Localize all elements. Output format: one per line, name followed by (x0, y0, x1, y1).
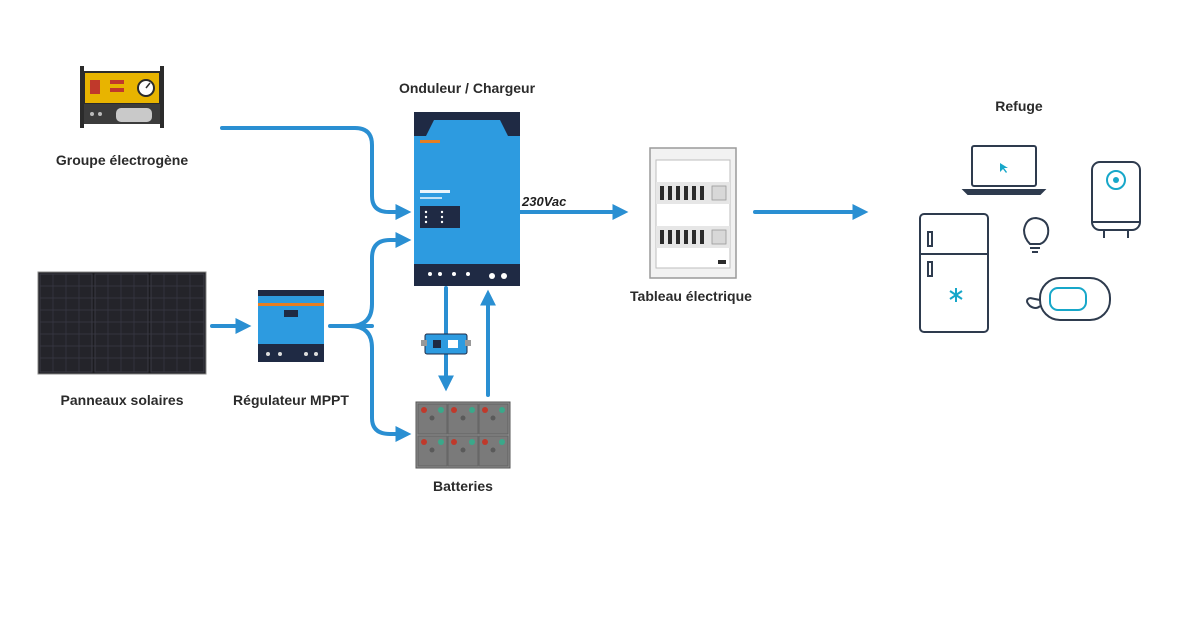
arrow-mppt-to-batteries (348, 324, 412, 442)
arrow-mppt-to-inverter (348, 232, 412, 328)
laptop-icon (961, 145, 1047, 195)
distribution-board-icon (649, 147, 737, 279)
battery-bank-icon (415, 401, 511, 469)
arrow-generator-to-inverter (220, 126, 412, 220)
label-inverter: Onduleur / Chargeur (398, 80, 536, 96)
battery-monitor-icon (421, 333, 471, 355)
label-refuge: Refuge (995, 98, 1043, 114)
label-distribution-board: Tableau électrique (630, 288, 752, 304)
mppt-controller-icon (258, 290, 324, 362)
generator-icon (80, 66, 164, 128)
water-heater-icon (1091, 161, 1141, 238)
label-solar-panels: Panneaux solaires (60, 392, 184, 408)
light-bulb-icon (1022, 216, 1050, 253)
label-generator: Groupe électrogène (55, 152, 189, 168)
solar-panel-icon (37, 271, 207, 375)
connections (210, 126, 869, 442)
fridge-icon (919, 213, 989, 333)
label-ac-output: 230Vac (522, 194, 567, 209)
label-mppt: Régulateur MPPT (233, 392, 349, 408)
washing-machine-icon (1026, 277, 1111, 321)
label-batteries: Batteries (433, 478, 493, 494)
inverter-charger-icon (414, 112, 520, 286)
